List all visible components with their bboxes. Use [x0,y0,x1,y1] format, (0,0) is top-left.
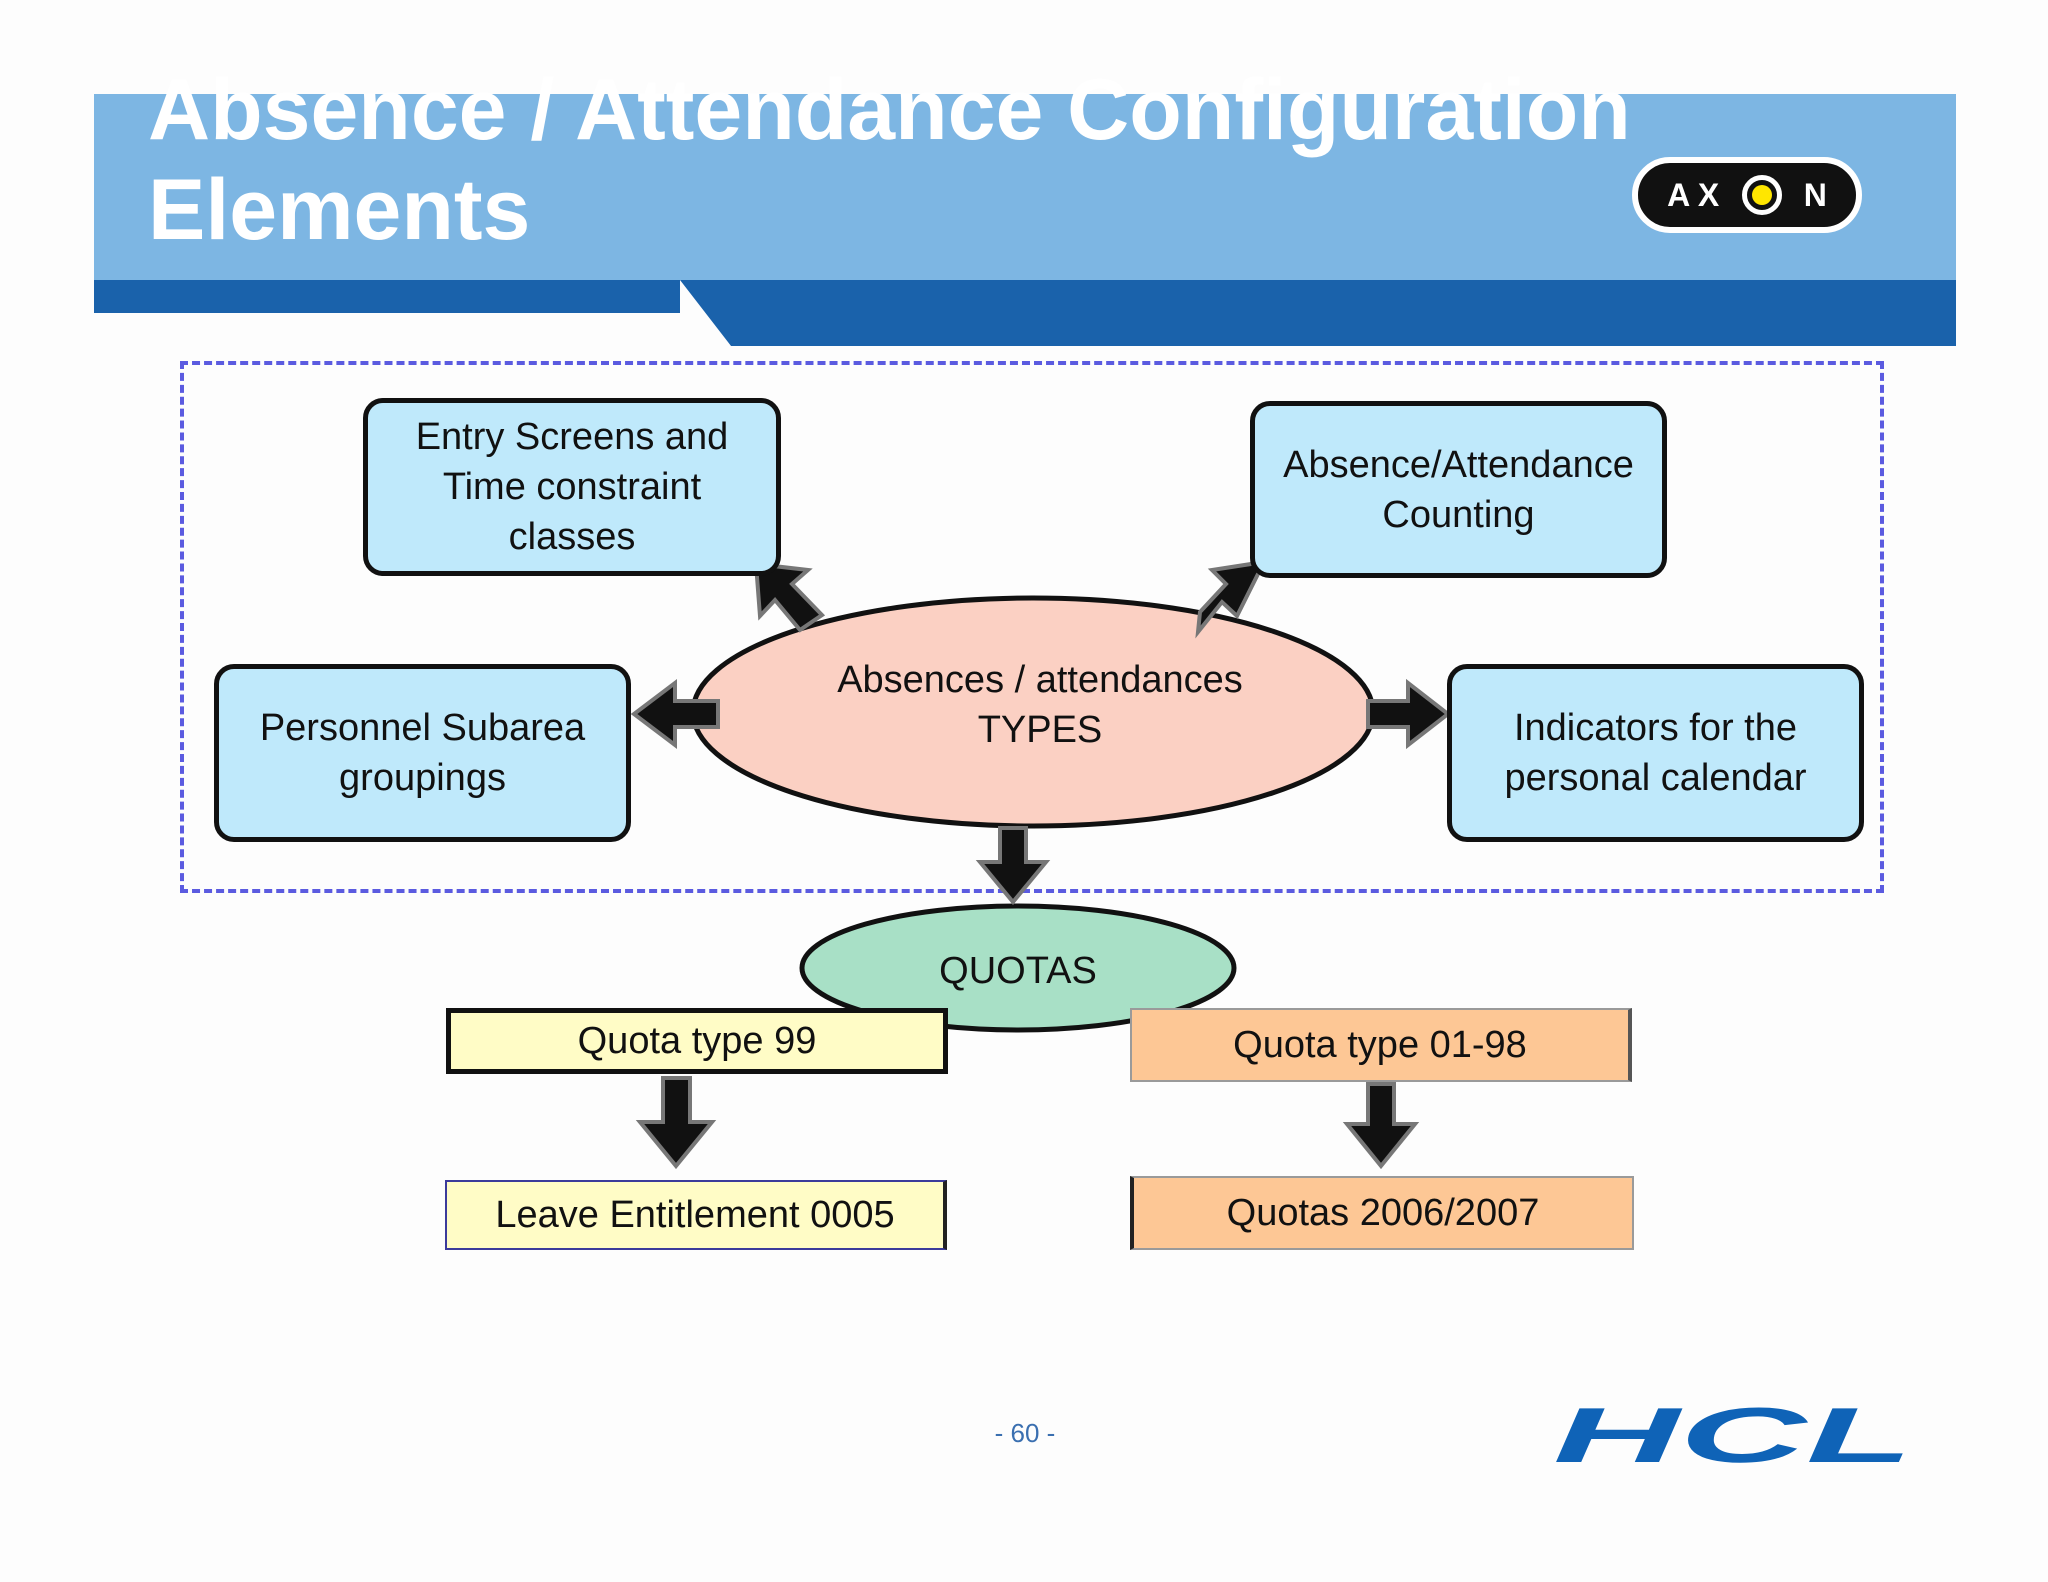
slide-title: Absence / Attendance Configuration Eleme… [148,60,1708,260]
entry-screens-box: Entry Screens and Time constraint classe… [363,398,781,576]
title-line-2: Elements [148,162,531,258]
entry-line-3: classes [508,516,636,558]
center-line-2: TYPES [977,709,1103,751]
hcl-logo-text: HCL [1553,1400,1913,1468]
entry-line-1: Entry Screens and [415,416,729,458]
header-stripe-right [680,280,1956,346]
page-number: - 60 - [994,1418,1056,1448]
center-line-1: Absences / attendances [837,659,1243,701]
hcl-logo: HCL [1553,1400,1913,1468]
counting-line-1: Absence/Attendance [1283,443,1634,486]
quota-type-01-98-box: Quota type 01-98 [1130,1008,1632,1082]
personnel-subarea-box: Personnel Subarea groupings [214,664,631,842]
arrow-to-personnel [630,678,720,750]
dashed-region [180,361,1884,893]
quotas-ellipse [799,903,1237,1033]
quotas-label: QUOTAS [939,950,1097,992]
indicators-line-2: personal calendar [1504,757,1807,799]
personnel-line-2: groupings [339,757,506,799]
arrow-to-leave [635,1076,717,1170]
axon-logo-o [1741,175,1782,215]
arrow-to-quotas [975,826,1051,906]
indicators-box: Indicators for the personal calendar [1447,664,1864,842]
personnel-line-1: Personnel Subarea [259,707,586,749]
arrow-to-indicators [1366,678,1452,750]
indicators-line-1: Indicators for the [1513,707,1798,749]
axon-logo: A X N [1632,157,1862,233]
quotas-2006-2007-box: Quotas 2006/2007 [1130,1176,1634,1250]
title-line-1: Absence / Attendance Configuration [148,62,1631,158]
axon-logo-right: N [1803,176,1827,213]
quota-type-99-box: Quota type 99 [446,1008,948,1074]
arrow-to-entry [753,561,826,633]
header-stripe-left [94,280,680,313]
entry-line-2: Time constraint [442,466,702,508]
arrow-to-counting [1195,559,1268,639]
axon-logo-left: A X [1667,176,1720,213]
counting-box: Absence/Attendance Counting [1250,401,1667,578]
center-ellipse-label: Absences / attendances TYPES [780,655,1300,755]
arrow-to-quotas-2006 [1342,1082,1420,1170]
leave-entitlement-box: Leave Entitlement 0005 [445,1180,947,1250]
counting-line-2: Counting [1382,493,1535,536]
